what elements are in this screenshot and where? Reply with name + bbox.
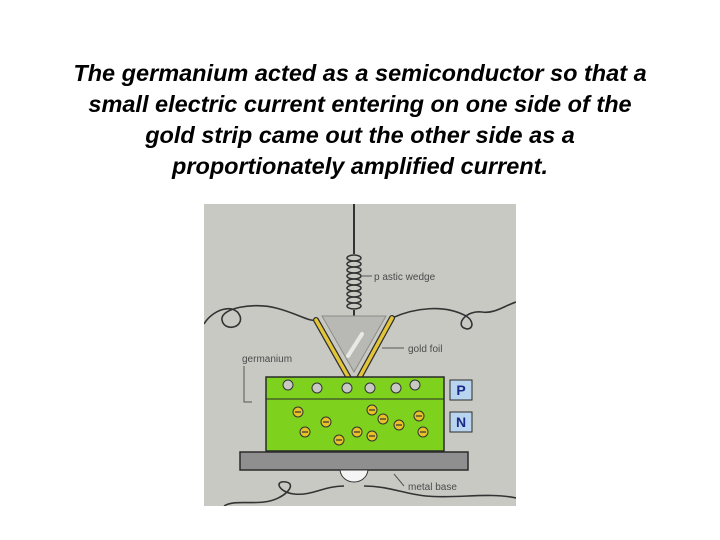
p-layer-label: P (456, 382, 465, 398)
metal-base-leader (393, 473, 405, 487)
caption-line-1: The germanium acted as a semiconductor s… (73, 60, 647, 86)
transistor-diagram-svg: p astic wedge gold foil germanium (204, 204, 516, 506)
plastic-wedge-label: p astic wedge (374, 272, 436, 283)
gold-foil-left-fill (314, 318, 352, 382)
germanium-leader (243, 366, 252, 403)
metal-base (239, 451, 469, 471)
spring (346, 254, 362, 310)
bottom-right-wire (363, 485, 516, 499)
gold-foil-right-fill (356, 316, 394, 382)
gold-foil-label: gold foil (408, 344, 442, 355)
right-lead-wire (391, 301, 516, 330)
caption-line-2: small electric current entering on one s… (88, 91, 632, 117)
caption-line-4: proportionately amplified current. (171, 153, 549, 179)
n-layer-label: N (456, 414, 466, 430)
caption-line-3: gold strip came out the other side as a (145, 122, 575, 148)
germanium-label: germanium (242, 354, 292, 365)
electron-minus-signs (295, 409, 426, 441)
p-layer-badge (449, 379, 473, 401)
caption: The germanium acted as a semiconductor s… (10, 58, 710, 182)
base-contact (339, 469, 369, 483)
p-layer-holes (282, 379, 421, 394)
transistor-diagram: p astic wedge gold foil germanium (204, 204, 516, 506)
metal-base-label: metal base (408, 482, 457, 493)
left-lead-wire (204, 304, 317, 328)
n-layer-electrons (292, 404, 429, 446)
bottom-left-wire (223, 481, 345, 506)
n-layer-badge (449, 411, 473, 433)
wedge-highlight (346, 332, 364, 358)
